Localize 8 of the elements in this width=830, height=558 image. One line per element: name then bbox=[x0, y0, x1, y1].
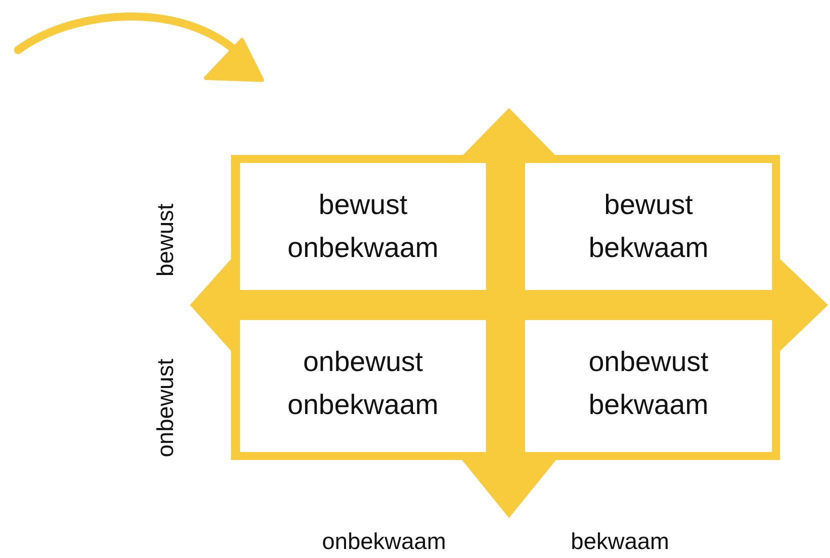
quadrant-box: onbewust onbekwaam bbox=[240, 320, 486, 452]
axis-label: bewust bbox=[151, 204, 179, 276]
quadrant-box: bewust bekwaam bbox=[525, 163, 772, 290]
axis-label: onbewust bbox=[151, 358, 179, 458]
quadrant-box: bewust onbekwaam bbox=[240, 163, 486, 290]
axis-label: bekwaam bbox=[570, 527, 670, 555]
quadrant-box: onbewust bekwaam bbox=[525, 320, 772, 452]
axis-label: onbekwaam bbox=[322, 527, 446, 555]
